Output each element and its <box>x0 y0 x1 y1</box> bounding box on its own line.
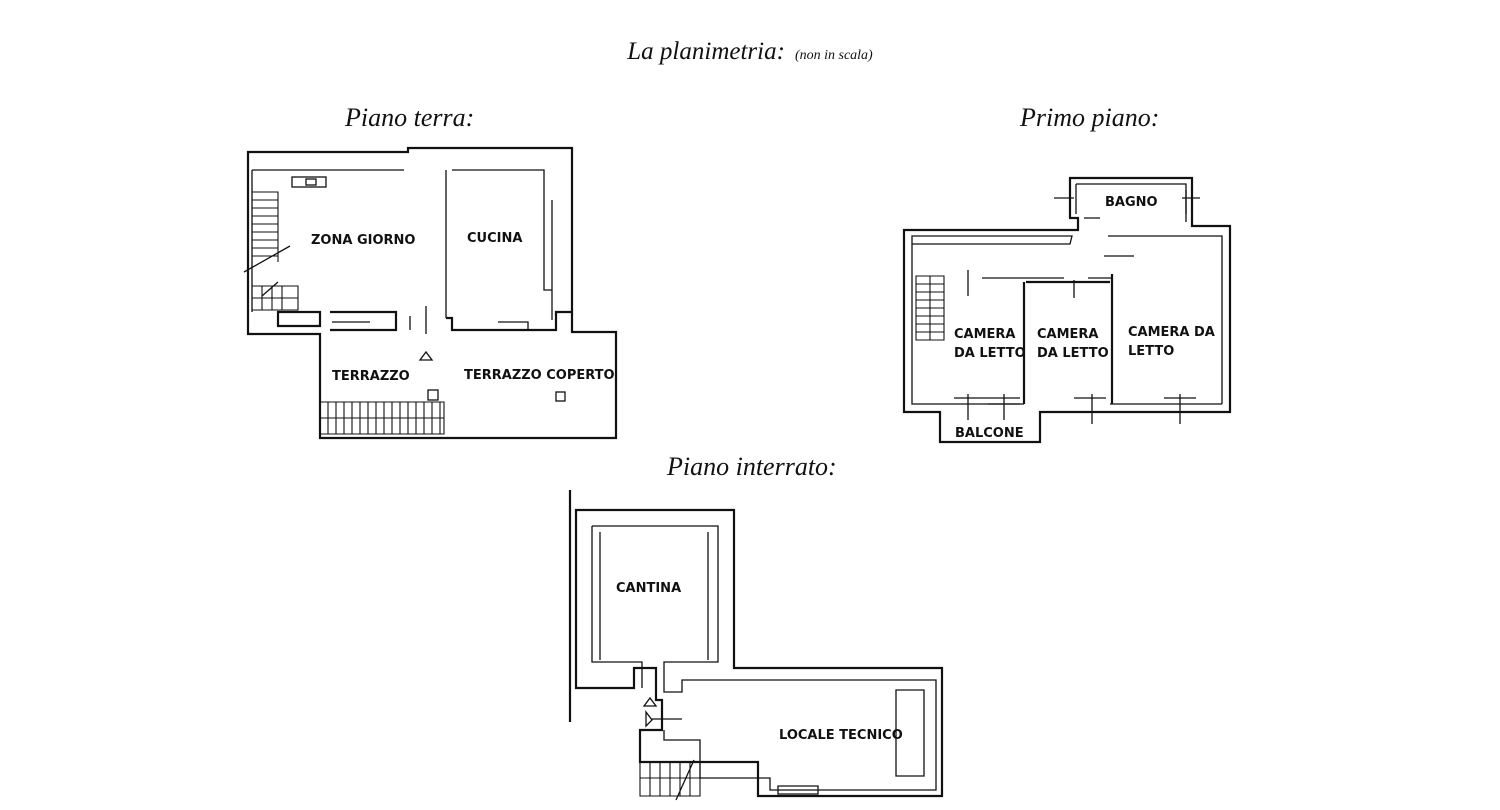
room-label-terrazzo: TERRAZZO <box>332 369 410 384</box>
first-floor-title: Primo piano: <box>1020 103 1160 132</box>
basement-floor-plan: CANTINA LOCALE TECNICO <box>568 490 944 801</box>
scale-note: (non in scala) <box>794 48 873 63</box>
room-label-camera-3-line1: CAMERA DA <box>1128 325 1215 340</box>
basement-floor-title: Piano interrato: <box>667 452 837 481</box>
room-label-cucina: CUCINA <box>467 231 522 246</box>
room-label-locale-tecnico: LOCALE TECNICO <box>779 728 903 743</box>
room-label-zona-giorno: ZONA GIORNO <box>311 233 415 248</box>
room-label-camera-3-line2: LETTO <box>1128 344 1174 359</box>
room-label-cantina: CANTINA <box>616 581 681 596</box>
page-title: La planimetria: (non in scala) <box>0 38 1500 66</box>
room-label-camera-2-line1: CAMERA <box>1037 327 1099 342</box>
ground-floor-plan: ZONA GIORNO CUCINA TERRAZZO TERRAZZO COP… <box>243 146 618 440</box>
room-label-terrazzo-coperto: TERRAZZO COPERTO <box>464 368 615 383</box>
room-label-balcone: BALCONE <box>955 426 1024 441</box>
room-label-camera-1-line1: CAMERA <box>954 327 1016 342</box>
first-floor-plan: BAGNO CAMERA DA LETTO CAMERA DA LETTO CA… <box>902 176 1232 444</box>
ground-floor-title: Piano terra: <box>345 103 475 132</box>
room-label-camera-2-line2: DA LETTO <box>1037 346 1109 361</box>
page-title-text: La planimetria: <box>627 38 785 65</box>
room-label-camera-1-line2: DA LETTO <box>954 346 1026 361</box>
room-label-bagno: BAGNO <box>1105 195 1158 210</box>
